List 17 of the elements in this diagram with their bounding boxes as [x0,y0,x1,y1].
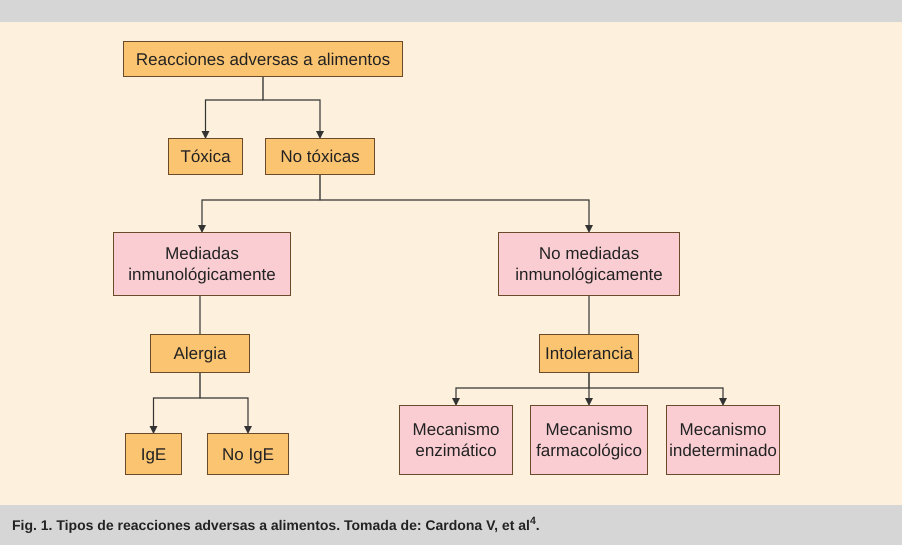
category-box: Mecanismo farmacológico [530,405,648,475]
category-box: Mediadas inmunológicamente [113,232,291,296]
connector-arrow [262,77,324,139]
caption: Fig. 1. Tipos de reacciones adversas a alimentos. Tomada de: Cardona V, et al$^{4}$. [12,514,540,535]
process-box: Alergia [150,334,250,373]
process-box: No IgE [207,433,289,475]
connector-arrow [199,373,252,434]
process-box: Intolerancia [539,334,639,373]
connector-arrow [588,373,727,406]
connector-arrow [319,175,593,233]
process-box: No tóxicas [265,138,375,175]
process-box: Reacciones adversas a alimentos [123,41,403,77]
process-box: Tóxica [168,138,243,175]
category-box: No mediadas inmunológicamente [498,232,680,296]
category-box: Mecanismo enzimático [399,405,513,475]
category-box: Mecanismo indeterminado [666,405,780,475]
process-box: IgE [125,433,182,475]
